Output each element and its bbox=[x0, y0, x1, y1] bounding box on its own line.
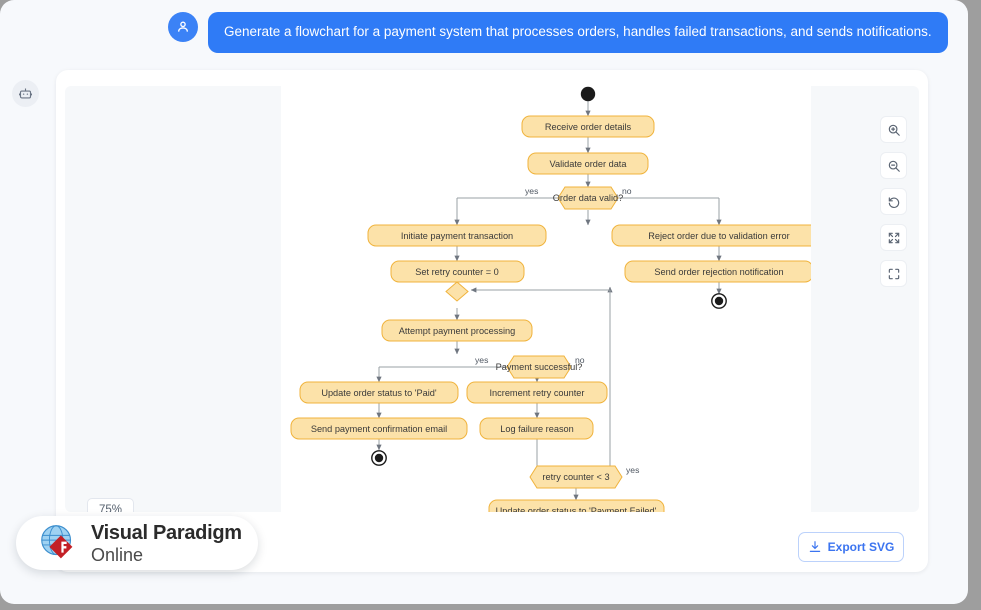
download-icon bbox=[809, 541, 820, 552]
diagram-canvas[interactable]: Receive order details Validate order dat… bbox=[65, 86, 919, 512]
reset-button[interactable] bbox=[880, 188, 907, 215]
node-update-paid[interactable]: Update order status to 'Paid' bbox=[299, 381, 459, 404]
zoom-in-button[interactable] bbox=[880, 116, 907, 143]
end-node-rejected bbox=[711, 293, 727, 309]
reset-icon bbox=[888, 196, 899, 208]
end-node-paid bbox=[371, 450, 387, 466]
robot-icon bbox=[19, 88, 32, 99]
flowchart-svg: Receive order details Validate order dat… bbox=[290, 86, 811, 512]
node-set-retry-counter[interactable]: Set retry counter = 0 bbox=[390, 260, 525, 283]
zoom-level-badge: 75% bbox=[87, 498, 135, 512]
svg-text:no: no bbox=[575, 355, 585, 365]
flow-edge-decision-h bbox=[379, 197, 558, 368]
svg-text:Initiate payment transaction: Initiate payment transaction bbox=[401, 231, 513, 241]
svg-text:Increment retry counter: Increment retry counter bbox=[490, 388, 585, 398]
diagram-card: Receive order details Validate order dat… bbox=[56, 70, 928, 572]
brand-badge: Visual Paradigm Online bbox=[16, 516, 258, 570]
user-message-row: Generate a flowchart for a payment syste… bbox=[168, 12, 948, 54]
svg-text:Update order status to 'Paid': Update order status to 'Paid' bbox=[321, 388, 437, 398]
merge-node bbox=[445, 281, 469, 302]
node-decision-order-valid[interactable]: Order data valid? yes no bbox=[525, 186, 632, 210]
brand-name-line2: Online bbox=[91, 544, 144, 565]
canvas-toolbar bbox=[880, 116, 907, 287]
diagram-paper: Receive order details Validate order dat… bbox=[281, 86, 811, 512]
svg-text:Send order rejection notificat: Send order rejection notification bbox=[654, 267, 783, 277]
svg-text:Send payment confirmation emai: Send payment confirmation email bbox=[311, 424, 447, 434]
zoom-in-icon bbox=[888, 124, 900, 136]
node-increment-retry[interactable]: Increment retry counter bbox=[466, 381, 608, 404]
svg-text:Update order status to 'Paymen: Update order status to 'Payment Failed' bbox=[496, 506, 657, 512]
svg-text:Payment successful?: Payment successful? bbox=[496, 362, 583, 372]
visual-paradigm-logo-icon bbox=[41, 525, 73, 559]
node-confirmation-email[interactable]: Send payment confirmation email bbox=[290, 417, 468, 440]
svg-text:Validate order data: Validate order data bbox=[550, 159, 628, 169]
node-attempt-payment[interactable]: Attempt payment processing bbox=[381, 319, 533, 342]
user-icon bbox=[178, 21, 188, 32]
user-avatar bbox=[168, 12, 198, 42]
svg-text:yes: yes bbox=[626, 465, 639, 475]
zoom-out-icon bbox=[888, 160, 900, 172]
export-svg-button[interactable]: Export SVG bbox=[798, 532, 904, 562]
node-reject-order[interactable]: Reject order due to validation error bbox=[611, 224, 811, 247]
svg-text:Attempt payment processing: Attempt payment processing bbox=[399, 326, 515, 336]
svg-text:no: no bbox=[622, 186, 632, 196]
node-decision-payment-successful[interactable]: Payment successful? yes no bbox=[475, 355, 585, 379]
export-svg-label: Export SVG bbox=[827, 540, 895, 554]
start-node bbox=[580, 86, 596, 102]
assistant-avatar bbox=[12, 80, 39, 107]
svg-text:Receive order details: Receive order details bbox=[545, 122, 632, 132]
node-receive[interactable]: Receive order details bbox=[521, 115, 655, 138]
fullscreen-icon bbox=[888, 268, 899, 279]
svg-text:Reject order due to validation: Reject order due to validation error bbox=[648, 231, 789, 241]
svg-text:retry counter < 3: retry counter < 3 bbox=[542, 472, 609, 482]
brand-name-line1: Visual Paradigm bbox=[91, 521, 242, 544]
zoom-out-button[interactable] bbox=[880, 152, 907, 179]
svg-text:yes: yes bbox=[475, 355, 488, 365]
node-validate[interactable]: Validate order data bbox=[527, 152, 649, 175]
svg-text:yes: yes bbox=[525, 186, 538, 196]
node-log-failure[interactable]: Log failure reason bbox=[479, 417, 594, 440]
svg-text:Set retry counter = 0: Set retry counter = 0 bbox=[415, 267, 499, 277]
fit-screen-button[interactable] bbox=[880, 224, 907, 251]
user-message-text: Generate a flowchart for a payment syste… bbox=[208, 12, 948, 54]
svg-text:Order data valid?: Order data valid? bbox=[553, 193, 623, 203]
fit-screen-icon bbox=[888, 232, 899, 243]
svg-text:Log failure reason: Log failure reason bbox=[500, 424, 574, 434]
app-window: Generate a flowchart for a payment syste… bbox=[0, 0, 968, 604]
node-rejection-notification[interactable]: Send order rejection notification bbox=[624, 260, 811, 283]
node-decision-retry-counter[interactable]: retry counter < 3 yes bbox=[529, 465, 639, 489]
node-initiate-payment[interactable]: Initiate payment transaction bbox=[367, 224, 547, 247]
node-payment-failed-status[interactable]: Update order status to 'Payment Failed' bbox=[488, 499, 665, 512]
fullscreen-button[interactable] bbox=[880, 260, 907, 287]
